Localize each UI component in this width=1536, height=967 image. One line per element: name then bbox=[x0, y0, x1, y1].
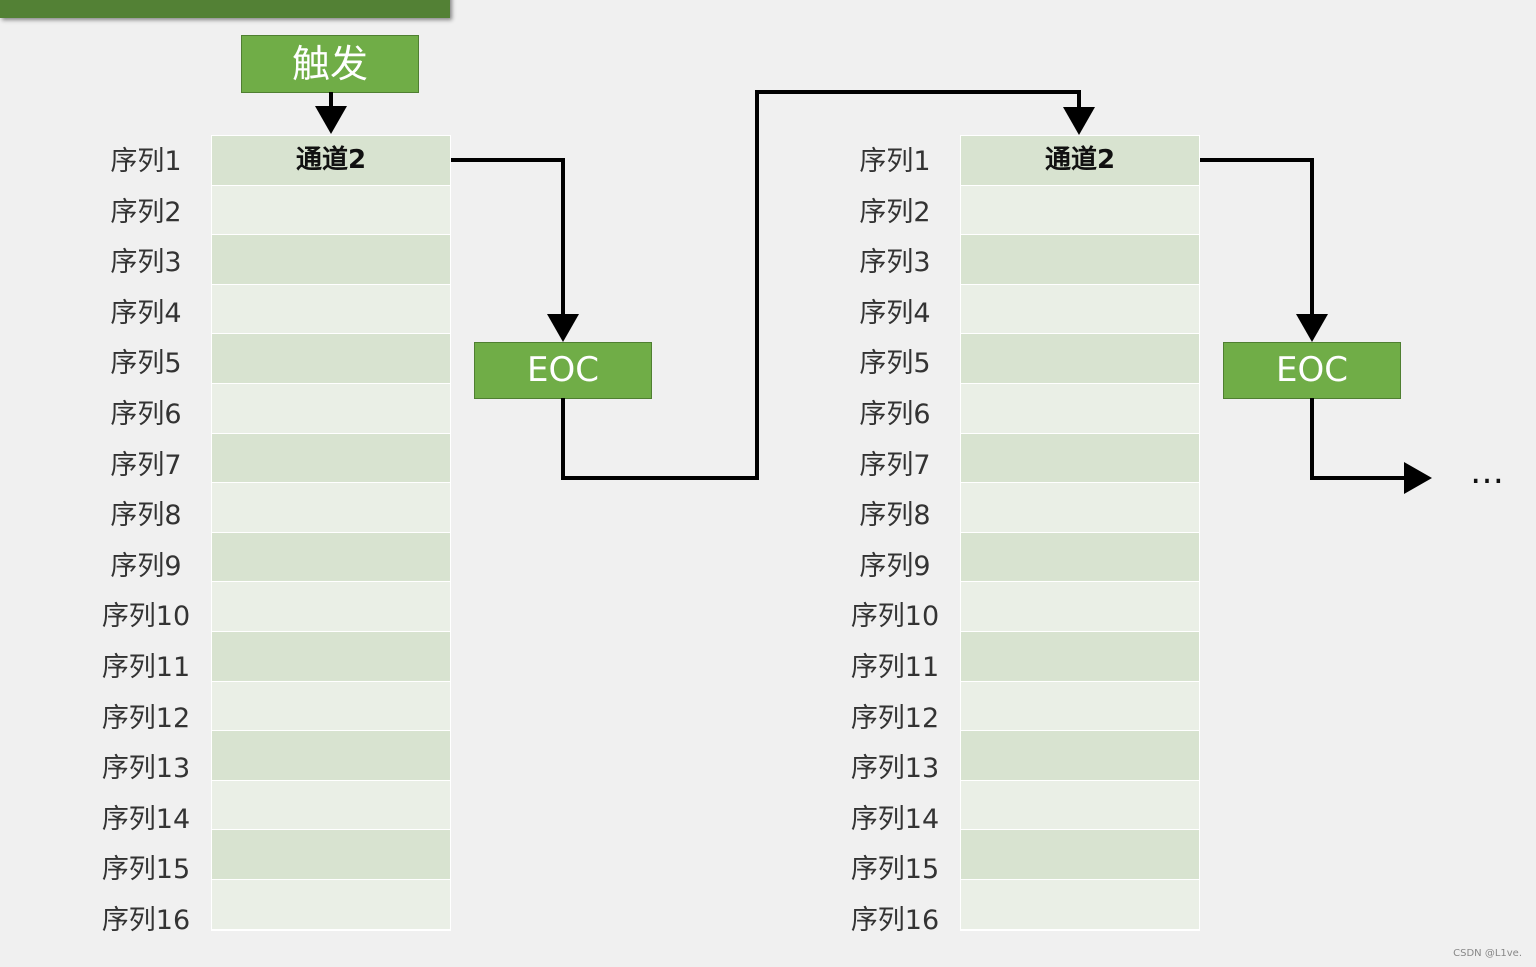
sequence-cell bbox=[212, 731, 450, 781]
sequence-label: 序列14 bbox=[101, 803, 191, 835]
sequence-label: 序列6 bbox=[859, 398, 931, 430]
eoc-to-right-connector bbox=[561, 90, 1095, 480]
sequence-label: 序列1 bbox=[110, 146, 182, 177]
left-sequence-table: 通道2 bbox=[211, 135, 451, 931]
sequence-cell bbox=[961, 681, 1199, 732]
sequence-cell bbox=[961, 433, 1199, 484]
sequence-cell bbox=[212, 582, 450, 632]
sequence-cell bbox=[212, 532, 450, 583]
sequence-cell bbox=[212, 185, 450, 236]
left-to-eoc-arrow bbox=[451, 158, 579, 342]
sequence-cell bbox=[212, 631, 450, 682]
sequence-label: 序列2 bbox=[110, 196, 182, 228]
sequence-label: 序列11 bbox=[850, 651, 940, 683]
sequence-cell bbox=[961, 334, 1199, 384]
sequence-cell bbox=[212, 879, 450, 930]
sequence-label: 序列11 bbox=[101, 651, 191, 683]
sequence-label: 序列6 bbox=[110, 398, 182, 430]
sequence-cell bbox=[961, 780, 1199, 831]
sequence-cell bbox=[212, 780, 450, 831]
sequence-cell bbox=[212, 284, 450, 335]
sequence-label: 序列7 bbox=[110, 449, 182, 481]
sequence-label: 序列2 bbox=[859, 196, 931, 228]
sequence-cell bbox=[212, 830, 450, 880]
sequence-cell bbox=[961, 284, 1199, 335]
right-to-eoc-arrow bbox=[1200, 158, 1328, 342]
sequence-cell bbox=[212, 334, 450, 384]
sequence-label: 序列15 bbox=[101, 854, 191, 886]
sequence-cell bbox=[212, 383, 450, 434]
continuation-ellipsis: … bbox=[1470, 452, 1506, 492]
sequence-label: 序列9 bbox=[110, 550, 182, 582]
sequence-cell bbox=[212, 483, 450, 533]
sequence-cell bbox=[961, 383, 1199, 434]
sequence-cell bbox=[961, 235, 1199, 285]
sequence-label: 序列9 bbox=[859, 550, 931, 582]
sequence-label: 序列7 bbox=[859, 449, 931, 481]
sequence-label: 序列10 bbox=[101, 601, 191, 633]
sequence-cell bbox=[961, 631, 1199, 682]
sequence-cell bbox=[212, 681, 450, 732]
title-banner bbox=[0, 0, 450, 18]
right-sequence-labels: 序列1 序列2 序列3 序列4 序列5 序列6 序列7 序列8 序列9 序列10… bbox=[840, 136, 950, 946]
sequence-label: 序列15 bbox=[850, 854, 940, 886]
sequence-cell bbox=[961, 532, 1199, 583]
right-sequence-table: 通道2 bbox=[960, 135, 1200, 931]
sequence-label: 序列8 bbox=[110, 500, 182, 532]
sequence-label: 序列13 bbox=[850, 753, 940, 785]
sequence-label: 序列13 bbox=[101, 753, 191, 785]
sequence-cell bbox=[961, 483, 1199, 533]
sequence-cell-channel: 通道2 bbox=[961, 136, 1199, 186]
sequence-cell bbox=[212, 433, 450, 484]
sequence-label: 序列16 bbox=[101, 904, 191, 936]
sequence-label: 序列16 bbox=[850, 904, 940, 936]
sequence-label: 序列1 bbox=[859, 146, 931, 177]
sequence-cell bbox=[961, 731, 1199, 781]
sequence-label: 序列10 bbox=[850, 601, 940, 633]
sequence-label: 序列3 bbox=[110, 247, 182, 279]
left-sequence-labels: 序列1 序列2 序列3 序列4 序列5 序列6 序列7 序列8 序列9 序列10… bbox=[91, 136, 201, 946]
sequence-label: 序列12 bbox=[850, 702, 940, 734]
sequence-cell bbox=[212, 235, 450, 285]
sequence-cell-channel: 通道2 bbox=[212, 136, 450, 186]
eoc-box-right: EOC bbox=[1223, 342, 1401, 399]
sequence-cell bbox=[961, 830, 1199, 880]
sequence-label: 序列3 bbox=[859, 247, 931, 279]
sequence-cell bbox=[961, 185, 1199, 236]
sequence-label: 序列5 bbox=[110, 348, 182, 380]
sequence-label: 序列5 bbox=[859, 348, 931, 380]
sequence-label: 序列12 bbox=[101, 702, 191, 734]
eoc-box-left: EOC bbox=[474, 342, 652, 399]
sequence-label: 序列14 bbox=[850, 803, 940, 835]
sequence-label: 序列8 bbox=[859, 500, 931, 532]
sequence-label: 序列4 bbox=[859, 297, 931, 329]
eoc-continue-arrow bbox=[1310, 398, 1432, 494]
sequence-cell bbox=[961, 879, 1199, 930]
sequence-cell bbox=[961, 582, 1199, 632]
watermark: CSDN @L1ve. bbox=[1453, 948, 1522, 959]
sequence-label: 序列4 bbox=[110, 297, 182, 329]
